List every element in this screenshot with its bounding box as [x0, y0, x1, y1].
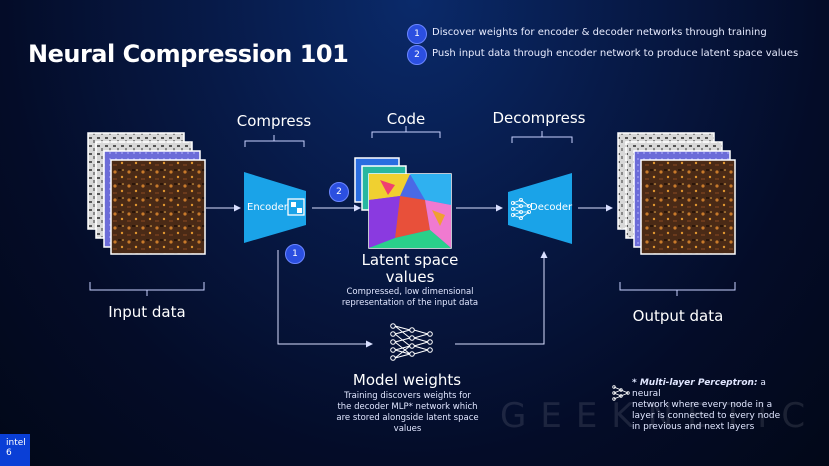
input-data-label: Input data	[108, 303, 186, 321]
input-bracket	[89, 282, 205, 296]
decompress-label: Decompress	[492, 109, 586, 127]
step-1-text: Discover weights for encoder & decoder n…	[432, 27, 767, 38]
encoder-label: Encoder	[247, 202, 288, 213]
step-1-marker: 1	[407, 24, 427, 44]
latent-caption-line2: representation of the input data	[341, 298, 479, 308]
watermark: GEEKNETIC	[500, 396, 820, 436]
compress-bracket	[244, 135, 305, 147]
encoder-icon	[287, 198, 305, 216]
latent-caption-line1: Compressed, low dimensional	[346, 287, 474, 297]
mlp-note-line1: a neural	[632, 378, 766, 399]
input-data-stack	[87, 132, 206, 255]
model-caption-line3: are stored alongside latent space	[336, 413, 479, 423]
encoder-to-weights-arrow	[277, 250, 373, 348]
code-label: Code	[386, 110, 426, 128]
mlp-note-line2: network where every node in a	[632, 400, 773, 410]
mlp-icon	[612, 385, 630, 401]
weights-to-decoder-arrow	[455, 251, 548, 345]
encoder-shape	[244, 172, 306, 243]
mlp-note: * Multi-layer Perceptron: a neural netwo…	[632, 378, 792, 433]
step-2-text: Push input data through encoder network …	[432, 48, 799, 59]
model-weights-icon	[390, 323, 433, 361]
decompress-bracket	[511, 131, 573, 143]
page-title: Neural Compression 101	[28, 40, 349, 68]
latent-space-images	[354, 157, 452, 249]
network-icon	[510, 197, 532, 220]
output-data-stack	[617, 132, 736, 255]
latent-caption: Compressed, low dimensional representati…	[325, 287, 495, 309]
mlp-note-line4: in previous and next layers	[632, 422, 755, 432]
latent-title-line1: Latent space	[361, 251, 459, 269]
model-caption-line4: values	[393, 424, 422, 434]
compress-label: Compress	[236, 112, 312, 130]
latent-space-title: Latent space values	[340, 252, 480, 286]
intel-logo: intel 6	[0, 434, 30, 466]
intel-logo-number: 6	[6, 448, 12, 458]
intel-logo-text: intel	[6, 438, 26, 448]
model-caption-line2: the decoder MLP* network which	[337, 402, 478, 412]
model-caption-line1: Training discovers weights for	[344, 391, 471, 401]
decoder-label: Decoder	[530, 202, 573, 213]
latent-title-line2: values	[385, 268, 435, 286]
model-weights-caption: Training discovers weights for the decod…	[330, 391, 485, 435]
output-data-label: Output data	[632, 307, 724, 325]
step-2-marker: 2	[407, 45, 427, 65]
latent-step-marker: 2	[329, 182, 349, 202]
code-bracket	[371, 126, 441, 138]
mlp-note-line3: layer is connected to every node	[632, 411, 781, 421]
decoder-shape	[508, 173, 572, 244]
output-bracket	[619, 282, 736, 296]
mlp-note-term: * Multi-layer Perceptron:	[632, 378, 758, 388]
model-weights-title: Model weights	[352, 371, 462, 389]
encoder-step-marker: 1	[285, 244, 305, 264]
